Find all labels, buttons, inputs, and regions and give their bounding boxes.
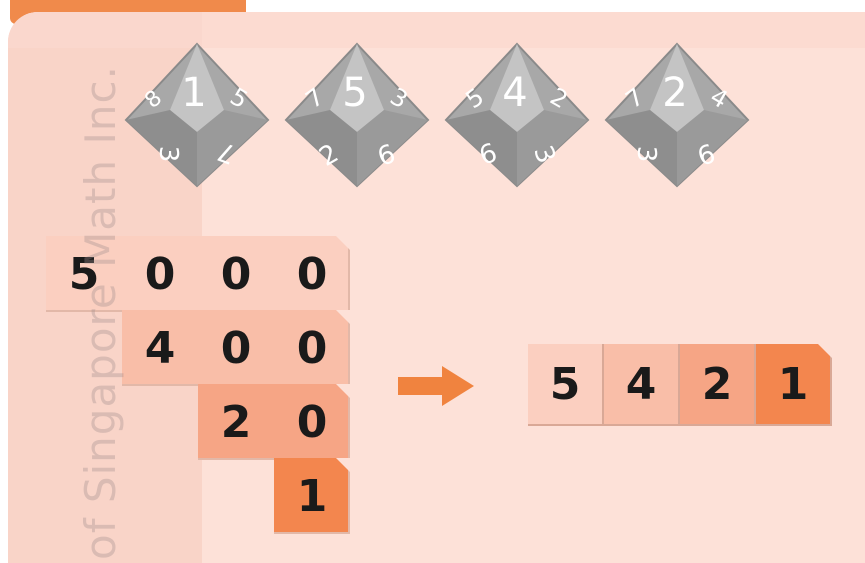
thousands-zero-tens: 0 [198, 236, 274, 312]
hundreds-digit: 4 [122, 310, 198, 386]
die-4: 2 7 4 3 6 [602, 40, 752, 190]
die-1-lower-left-number: 3 [153, 146, 183, 163]
hundreds-zero-tens: 0 [198, 310, 274, 386]
result-thousands-digit: 5 [528, 344, 604, 426]
die-4-lower-left-number: 3 [631, 146, 661, 163]
tens-digit: 2 [198, 384, 274, 460]
result-fold [818, 344, 832, 358]
die-3: 4 5 2 9 3 [442, 40, 592, 190]
die-2: 5 7 3 2 6 [282, 40, 432, 190]
hundreds-zero-ones: 0 [274, 310, 350, 386]
tens-zero-ones: 0 [274, 384, 350, 460]
thousands-zero-ones: 0 [274, 236, 350, 312]
thousands-zero-hundreds: 0 [122, 236, 198, 312]
result-hundreds-digit: 4 [604, 344, 680, 426]
die-3-top-number: 4 [502, 70, 527, 116]
result-tens-digit: 2 [680, 344, 756, 426]
die-1: 1 8 5 3 7 [122, 40, 272, 190]
die-1-top-number: 1 [181, 70, 206, 116]
ones-digit: 1 [274, 458, 350, 534]
die-4-top-number: 2 [662, 70, 687, 116]
arrow-right-icon [398, 366, 474, 410]
watermark-text: of Singapore Math Inc. [76, 65, 125, 560]
die-2-top-number: 5 [342, 70, 367, 116]
